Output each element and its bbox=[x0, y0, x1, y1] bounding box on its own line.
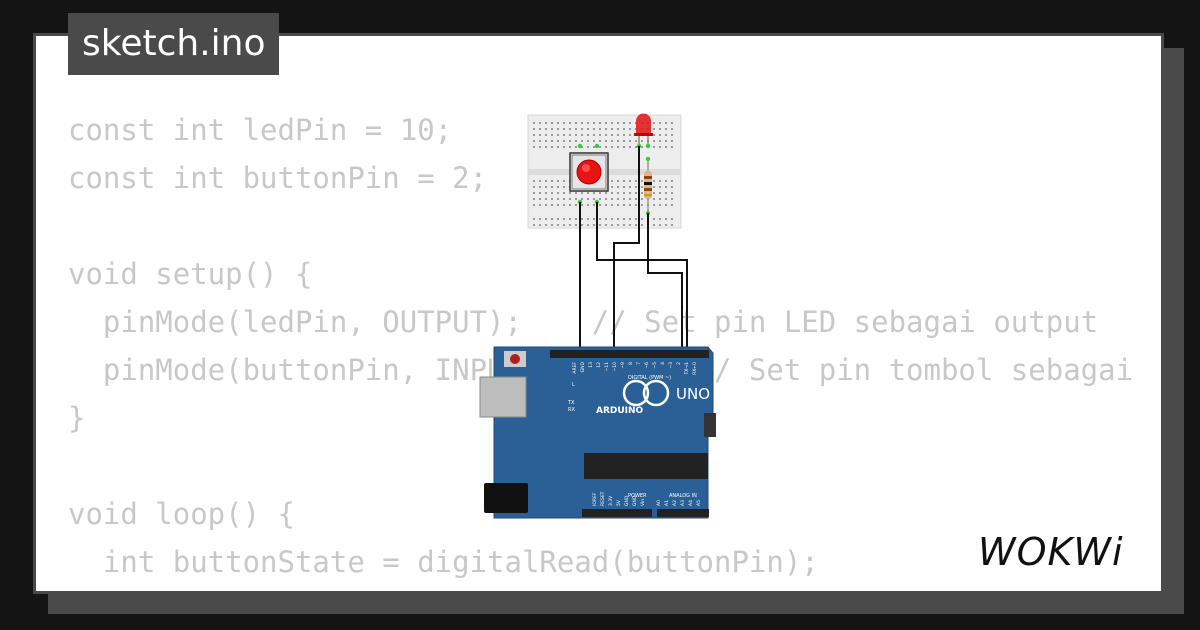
pin-label: Vin bbox=[640, 499, 646, 506]
led bbox=[634, 113, 653, 155]
pushbutton bbox=[569, 143, 609, 205]
code-line: } bbox=[68, 401, 86, 435]
pin-label: RESET bbox=[600, 491, 606, 506]
analog-label: ANALOG IN bbox=[669, 493, 697, 499]
code-line: pinMode(ledPin, OUTPUT); // Set pin LED … bbox=[68, 305, 1099, 339]
code-line: int buttonState = digitalRead(buttonPin)… bbox=[68, 545, 819, 579]
l-label: L bbox=[572, 382, 575, 388]
pin-label: 13 bbox=[588, 362, 594, 368]
pin-label: A0 bbox=[656, 500, 662, 506]
pin-label: GND bbox=[624, 495, 630, 506]
pin-label: ~10 bbox=[612, 362, 618, 372]
pin-label: AREF bbox=[572, 362, 578, 374]
pin-label: GND bbox=[580, 361, 586, 372]
pin-label: 8 bbox=[628, 362, 634, 365]
wokwi-logo-text: WOKWi bbox=[978, 530, 1124, 574]
resistor bbox=[644, 156, 652, 216]
wires bbox=[579, 146, 688, 353]
code-line: const int buttonPin = 2; bbox=[68, 161, 488, 195]
board-model: UNO bbox=[676, 385, 710, 403]
wokwi-logo: WOKWi bbox=[978, 530, 1124, 574]
rx-label: RX bbox=[568, 407, 575, 413]
pin-label: 2 bbox=[676, 362, 682, 365]
board-brand: ARDUINO bbox=[596, 406, 644, 416]
pin-label: A2 bbox=[672, 500, 678, 506]
pin-label: ~5 bbox=[652, 362, 658, 369]
code-line: const int ledPin = 10; bbox=[68, 113, 453, 147]
pin-label: A3 bbox=[680, 500, 686, 506]
code-line: void loop() { bbox=[68, 497, 295, 531]
pin-label: 7 bbox=[636, 362, 642, 365]
on-label: ON bbox=[722, 399, 726, 405]
circuit-diagram: ARDUINO UNO DIGITAL (PWM ~) POWER ANALOG… bbox=[479, 113, 726, 519]
pin-label: ~11 bbox=[604, 362, 610, 372]
pin-label: 12 bbox=[596, 362, 602, 368]
pin-label: ~6 bbox=[644, 362, 650, 369]
pin-label: ~9 bbox=[620, 362, 626, 369]
tx-label: TX bbox=[567, 400, 575, 406]
digital-label: DIGITAL (PWM ~) bbox=[628, 375, 671, 381]
pin-label: RX←0 bbox=[692, 362, 698, 375]
pin-label: A4 bbox=[688, 500, 694, 506]
filename-tag: sketch.ino bbox=[68, 13, 280, 75]
pin-label: A5 bbox=[696, 500, 702, 506]
pin-label: 5V bbox=[616, 499, 622, 506]
pin-label: GND bbox=[632, 495, 638, 506]
pin-label: ~3 bbox=[668, 362, 674, 369]
code-area: const int ledPin = 10; const int buttonP… bbox=[36, 36, 1134, 591]
arduino-uno-board: ARDUINO UNO DIGITAL (PWM ~) POWER ANALOG… bbox=[479, 346, 726, 519]
pin-label: 4 bbox=[660, 362, 666, 365]
pin-label: 3.3V bbox=[608, 495, 614, 506]
power-label: POWER bbox=[628, 493, 647, 499]
pin-label: TX→1 bbox=[684, 362, 690, 376]
pin-label: IOREF bbox=[592, 492, 598, 506]
code-block: const int ledPin = 10; const int buttonP… bbox=[68, 106, 1134, 586]
code-line: void setup() { bbox=[68, 257, 313, 291]
pin-label: A1 bbox=[664, 500, 670, 506]
